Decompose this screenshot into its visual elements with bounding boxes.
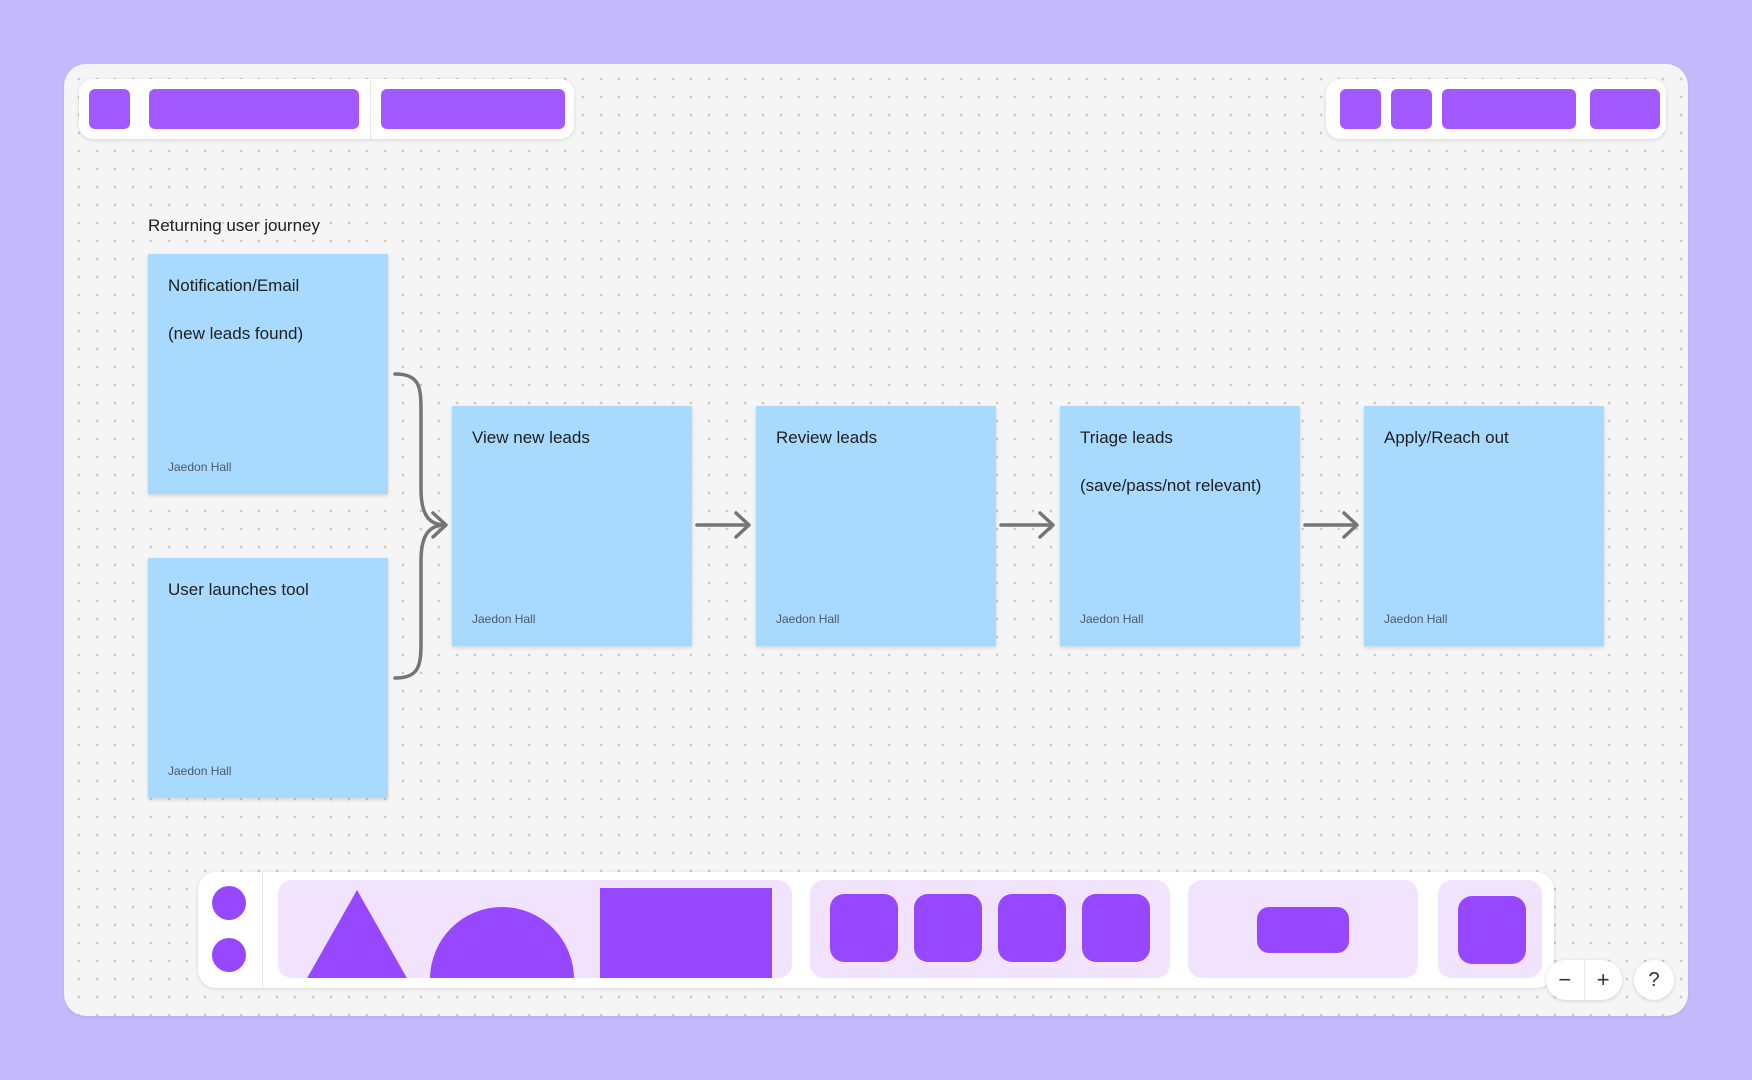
timer-button[interactable] — [1391, 89, 1432, 129]
stamp-tray[interactable] — [1188, 880, 1418, 978]
sticky-text: Triage leads (save/pass/not relevant) — [1080, 428, 1262, 495]
arrowhead-icon — [1038, 511, 1055, 539]
board-info-button[interactable] — [381, 89, 565, 129]
sticky-review-leads[interactable]: Review leads Jaedon Hall — [756, 406, 996, 646]
connector-layer — [393, 372, 1359, 680]
sticky-author: Jaedon Hall — [168, 764, 232, 778]
share-button[interactable] — [1442, 89, 1576, 129]
select-tool-button[interactable] — [212, 886, 246, 920]
shapes-tray[interactable] — [278, 880, 792, 978]
help-button[interactable]: ? — [1634, 960, 1674, 1000]
top-right-toolbar — [1326, 79, 1666, 139]
bottom-toolbar — [198, 872, 1554, 988]
sticky-view-new-leads[interactable]: View new leads Jaedon Hall — [452, 406, 692, 646]
sticky-text: Notification/Email (new leads found) — [168, 276, 304, 343]
zoom-controls: − + — [1546, 960, 1622, 1000]
sticky-text: View new leads — [472, 428, 590, 447]
connector-launch-to-view[interactable] — [393, 523, 447, 680]
triangle-shape-icon[interactable] — [306, 890, 408, 978]
main-menu-button[interactable] — [89, 89, 130, 129]
more-tools-tray[interactable] — [1438, 880, 1542, 978]
hand-tool-button[interactable] — [212, 938, 246, 972]
sticky-note-tool[interactable] — [914, 894, 982, 962]
whiteboard-canvas[interactable]: Returning user journey Notification/Emai… — [64, 64, 1688, 1016]
sticky-author: Jaedon Hall — [168, 460, 232, 474]
semicircle-shape-icon[interactable] — [430, 907, 574, 978]
sticky-note-tool[interactable] — [830, 894, 898, 962]
sticky-text: Apply/Reach out — [1384, 428, 1509, 447]
connector-notification-to-view[interactable] — [393, 372, 447, 527]
arrowhead-icon — [734, 511, 751, 539]
sticky-author: Jaedon Hall — [472, 612, 536, 626]
sticky-notes-tray[interactable] — [810, 880, 1170, 978]
sticky-user-launches-tool[interactable]: User launches tool Jaedon Hall — [148, 558, 388, 798]
sticky-notification-email[interactable]: Notification/Email (new leads found) Jae… — [148, 254, 388, 494]
sticky-triage-leads[interactable]: Triage leads (save/pass/not relevant) Ja… — [1060, 406, 1300, 646]
more-tools-button[interactable] — [1458, 896, 1526, 964]
sticky-author: Jaedon Hall — [1080, 612, 1144, 626]
sticky-text: User launches tool — [168, 580, 309, 599]
top-left-toolbar — [79, 79, 574, 139]
rectangle-shape-icon[interactable] — [600, 888, 772, 978]
board-section-title: Returning user journey — [148, 216, 320, 235]
collaborator-avatar-button[interactable] — [1340, 89, 1381, 129]
stamp-tool[interactable] — [1257, 907, 1349, 953]
zoom-controls-divider — [1583, 960, 1585, 1000]
sticky-note-tool[interactable] — [998, 894, 1066, 962]
sticky-note-tool[interactable] — [1082, 894, 1150, 962]
file-name-button[interactable] — [149, 89, 359, 129]
toolbar-divider — [262, 872, 263, 988]
sticky-text: Review leads — [776, 428, 878, 447]
sticky-author: Jaedon Hall — [1384, 612, 1448, 626]
sticky-apply-reach-out[interactable]: Apply/Reach out Jaedon Hall — [1364, 406, 1604, 646]
zoom-in-button[interactable]: + — [1596, 967, 1610, 992]
present-button[interactable] — [1590, 89, 1660, 129]
arrowhead-icon — [1342, 511, 1359, 539]
toolbar-divider — [370, 79, 371, 139]
zoom-out-button[interactable]: − — [1558, 967, 1572, 992]
merge-arrowhead-icon — [431, 511, 448, 539]
sticky-author: Jaedon Hall — [776, 612, 840, 626]
